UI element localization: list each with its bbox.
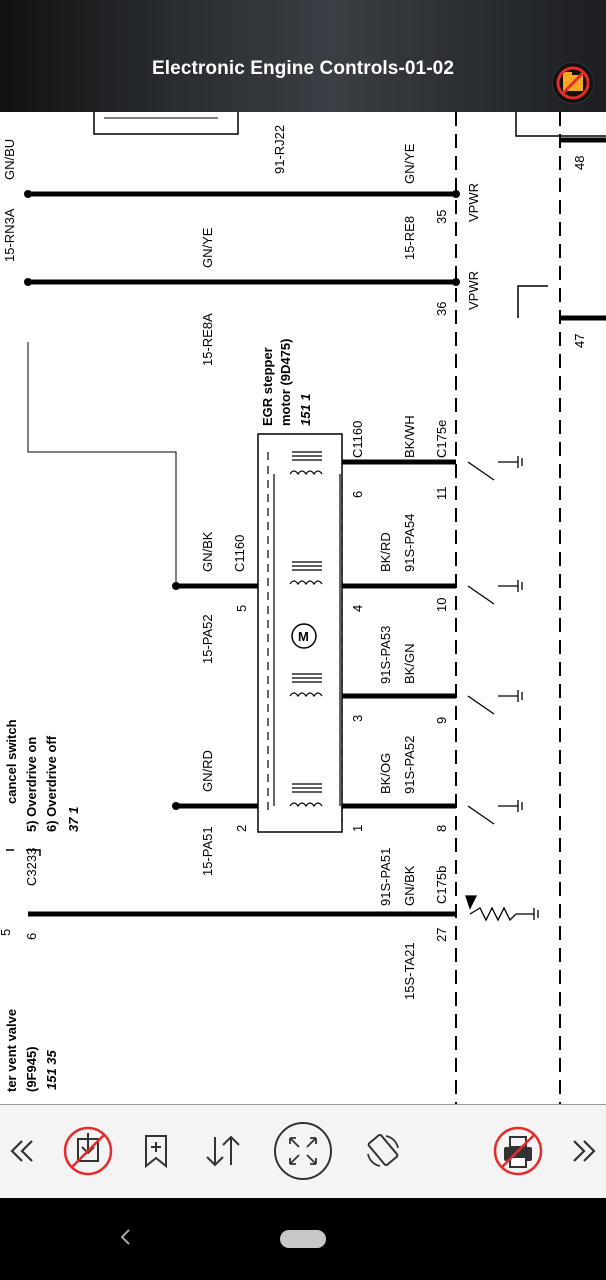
- label-pin-4: 4: [350, 605, 365, 612]
- expand-arrows-icon: [274, 1122, 332, 1180]
- sort-button[interactable]: [200, 1119, 246, 1183]
- label-15-rn3a: 15-RN3A: [2, 208, 17, 262]
- label-bk-gn: BK/GN: [402, 644, 417, 684]
- label-91s-pa52: 91S-PA52: [402, 736, 417, 794]
- label-gn-bu: GN/BU: [2, 139, 17, 180]
- label-pin-35: 35: [434, 210, 449, 224]
- no-print-icon: [493, 1126, 543, 1176]
- label-9f945: (9F945): [24, 1046, 39, 1092]
- label-vent-valve: ter vent valve: [4, 1009, 19, 1092]
- label-egr-ref: 151 1: [298, 393, 313, 426]
- label-pin-9: 9: [434, 717, 449, 724]
- page-title: Electronic Engine Controls-01-02: [152, 58, 454, 79]
- rotate-button[interactable]: [358, 1119, 408, 1183]
- label-91s-pa54: 91S-PA54: [402, 514, 417, 572]
- no-folder-button[interactable]: [552, 62, 594, 104]
- diagram-labels: GN/BU 15-RN3A GN/YE 15-RE8A 91-RJ22 GN/Y…: [0, 125, 587, 1092]
- label-gn-bk-low: GN/BK: [402, 865, 417, 906]
- last-page-button[interactable]: [564, 1119, 604, 1183]
- first-page-button[interactable]: [2, 1119, 42, 1183]
- bookmark-add-button[interactable]: [136, 1119, 176, 1183]
- label-15-pa52: 15-PA52: [200, 614, 215, 664]
- label-15s-ta21: 15S-TA21: [402, 942, 417, 1000]
- no-download-button[interactable]: [60, 1119, 116, 1183]
- label-egr-sub: motor (9D475): [278, 339, 293, 426]
- label-pin-36: 36: [434, 302, 449, 316]
- label-overdrive-on: 5) Overdrive on: [24, 737, 39, 832]
- label-pin-3: 3: [350, 715, 365, 722]
- back-button[interactable]: [108, 1220, 142, 1254]
- label-egr-title: EGR stepper: [260, 347, 275, 426]
- label-91-rj22: 91-RJ22: [272, 125, 287, 174]
- label-c175b: C175b: [434, 866, 449, 904]
- label-ref-151-35: 151 35: [44, 1049, 59, 1090]
- no-folder-icon: [556, 66, 590, 100]
- label-91s-pa53: 91S-PA53: [378, 626, 393, 684]
- label-pin-8: 8: [434, 825, 449, 832]
- label-pin-1: 1: [350, 825, 365, 832]
- label-15-pa51: 15-PA51: [200, 826, 215, 876]
- label-pin-27: 27: [434, 928, 449, 942]
- label-pin-6: 6: [350, 491, 365, 498]
- bookmark-plus-icon: [145, 1135, 167, 1169]
- label-15-re8: 15-RE8: [402, 216, 417, 260]
- label-gn-ye-1: GN/YE: [200, 227, 215, 268]
- label-pin-5b: 5: [0, 929, 13, 936]
- label-pin-2: 2: [234, 825, 249, 832]
- label-pin-47: 47: [572, 334, 587, 348]
- label-15-re8a: 15-RE8A: [200, 313, 215, 366]
- double-chevron-left-icon: [10, 1140, 33, 1162]
- label-cancel-switch: cancel switch: [4, 719, 19, 804]
- label-bk-rd: BK/RD: [378, 532, 393, 572]
- bottom-toolbar: [0, 1104, 606, 1199]
- label-pin-5: 5: [234, 605, 249, 612]
- fit-screen-button[interactable]: [272, 1119, 334, 1183]
- back-chevron-icon: [120, 1229, 130, 1245]
- label-gn-rd: GN/RD: [200, 750, 215, 792]
- label-gn-bk-top: GN/BK: [200, 531, 215, 572]
- home-pill[interactable]: [280, 1230, 326, 1248]
- no-print-button[interactable]: [490, 1119, 546, 1183]
- label-pin-10: 10: [434, 598, 449, 612]
- label-91s-pa51: 91S-PA51: [378, 848, 393, 906]
- document-view[interactable]: M GN/BU 15-RN3A GN/YE 15-RE8A 91-RJ22 GN…: [0, 112, 606, 1104]
- label-overdrive-off: 6) Overdrive off: [44, 735, 59, 832]
- label-c1160-top: C1160: [350, 421, 365, 458]
- label-pin-11: 11: [434, 487, 449, 501]
- label-gn-ye-2: GN/YE: [402, 143, 417, 184]
- label-c1160-mid: C1160: [232, 535, 247, 572]
- label-c3233: C3233: [24, 848, 39, 886]
- label-bk-wh: BK/WH: [402, 415, 417, 458]
- label-c175e: C175e: [434, 420, 449, 458]
- motor-symbol: M: [298, 629, 309, 644]
- sort-arrows-icon: [206, 1135, 240, 1167]
- double-chevron-right-icon: [573, 1140, 596, 1162]
- label-bk-og: BK/OG: [378, 753, 393, 794]
- app-header: Electronic Engine Controls-01-02: [0, 0, 606, 112]
- label-vpwr-1: VPWR: [466, 183, 481, 222]
- label-pin-6b: 6: [24, 933, 39, 940]
- label-vpwr-2: VPWR: [466, 271, 481, 310]
- label-ref-37-1: 37 1: [66, 807, 81, 832]
- wiring-diagram: M GN/BU 15-RN3A GN/YE 15-RE8A 91-RJ22 GN…: [0, 112, 606, 1104]
- rotate-icon: [367, 1133, 399, 1167]
- label-pin-48: 48: [572, 156, 587, 170]
- no-download-icon: [63, 1126, 113, 1176]
